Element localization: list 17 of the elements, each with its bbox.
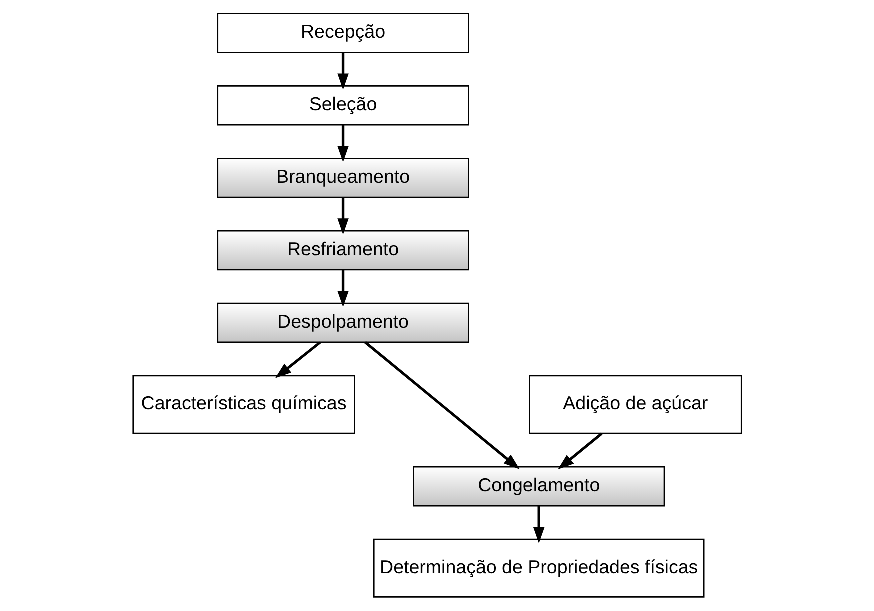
node-box: Despolpamento bbox=[216, 302, 469, 344]
arrow bbox=[337, 125, 348, 162]
arrow bbox=[337, 270, 348, 308]
arrow bbox=[558, 432, 602, 470]
node-box: Recepção bbox=[216, 13, 469, 54]
node-box: Adição de açúcar bbox=[528, 375, 742, 434]
arrow bbox=[337, 52, 348, 90]
arrow bbox=[364, 341, 520, 470]
node-box: Branqueamento bbox=[216, 158, 469, 198]
node-box: Resfriamento bbox=[216, 230, 469, 271]
node-box: Congelamento bbox=[412, 466, 665, 507]
arrow bbox=[337, 198, 348, 235]
node-box: Determinação de Propriedades físicas bbox=[372, 538, 704, 598]
arrow bbox=[274, 342, 321, 378]
arrow bbox=[532, 506, 544, 544]
node-box: Características químicas bbox=[132, 375, 355, 434]
node-box: Seleção bbox=[216, 86, 469, 126]
